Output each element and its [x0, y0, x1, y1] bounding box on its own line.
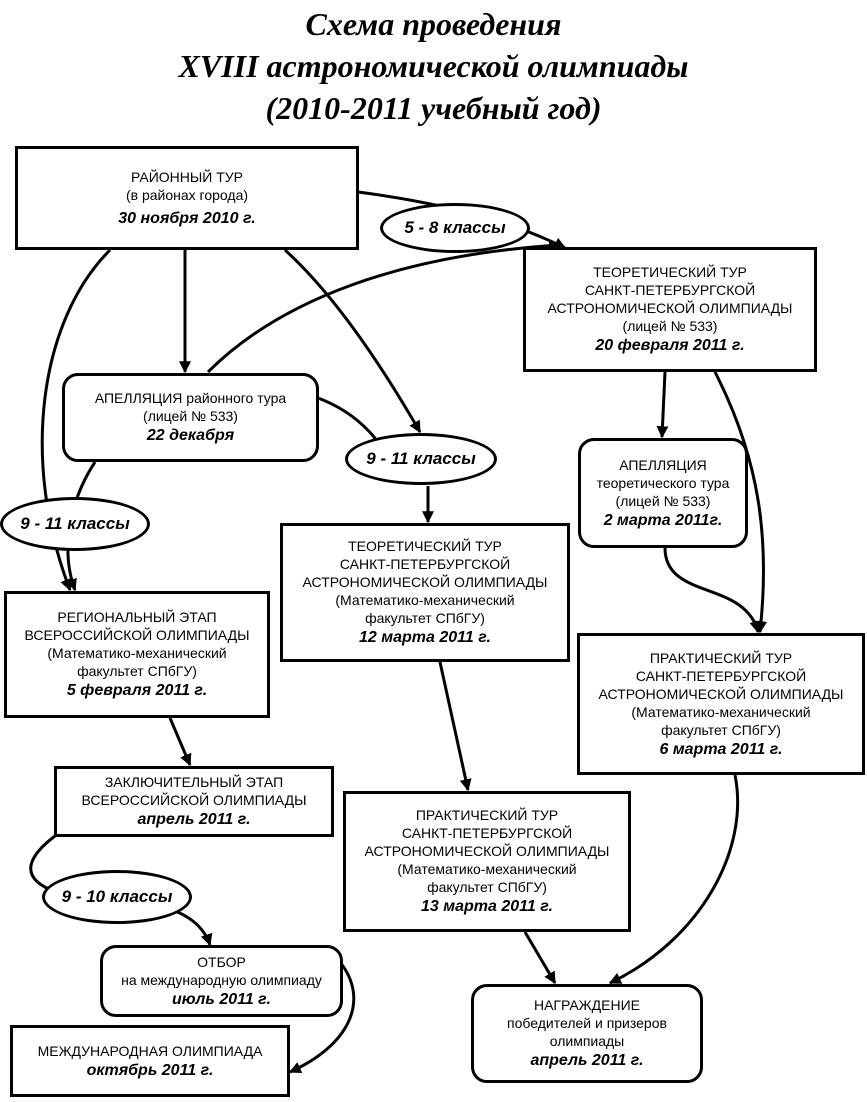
practice-58-line3: АСТРОНОМИЧЕСКОЙ ОЛИМПИАДЫ — [598, 685, 844, 702]
awards-sub1: победителей и призеров — [507, 1015, 667, 1031]
selection-title: ОТБОР — [197, 953, 246, 970]
regional-stage-line1: РЕГИОНАЛЬНЫЙ ЭТАП — [57, 609, 217, 625]
grades-9-10-label: 9 - 10 классы — [42, 870, 192, 924]
spb-theory-911-box: ТЕОРЕТИЧЕСКИЙ ТУР САНКТ-ПЕТЕРБУРГСКОЙ АС… — [280, 523, 570, 662]
appeal-district-date: 22 декабря — [146, 427, 235, 444]
regional-stage-sub1: (Математико-механический — [47, 645, 227, 661]
international-date: октябрь 2011 г. — [86, 1061, 214, 1079]
regional-stage-date: 5 февраля 2011 г. — [66, 682, 208, 699]
arrow-appeal-to-spb-theory — [206, 239, 562, 374]
practice-911-sub2: факультет СПбГУ) — [427, 879, 547, 895]
final-stage-line1: ЗАКЛЮЧИТЕЛЬНЫЙ ЭТАП — [104, 774, 284, 790]
spb-theory-911-date: 12 марта 2011 г. — [359, 629, 491, 646]
arrow-practice-911-to-awards — [523, 931, 557, 985]
arrow-spb-theory-to-appeal — [656, 371, 669, 439]
selection-box: ОТБОР на международную олимпиаду июль 20… — [100, 945, 343, 1017]
practice-58-sub2: факультет СПбГУ) — [661, 721, 781, 738]
final-stage-date: апрель 2011 г. — [137, 811, 251, 828]
spb-theory-911-line3: АСТРОНОМИЧЕСКОЙ ОЛИМПИАДЫ — [302, 574, 548, 590]
grades-9-11-left-label: 9 - 11 классы — [0, 497, 150, 551]
final-stage-line2: ВСЕРОССИЙСКОЙ ОЛИМПИАДЫ — [81, 792, 307, 808]
practice-58-box: ПРАКТИЧЕСКИЙ ТУР САНКТ-ПЕТЕРБУРГСКОЙ АСТ… — [577, 633, 865, 775]
arrow-spb-theory-to-practice — [713, 371, 768, 634]
appeal-theory-box: АПЕЛЛЯЦИЯ теоретического тура (лицей № 5… — [578, 438, 748, 548]
practice-58-line2: САНКТ-ПЕТЕРБУРГСКОЙ — [635, 667, 807, 684]
spb-theory-911-line2: САНКТ-ПЕТЕРБУРГСКОЙ — [339, 556, 511, 572]
awards-title: НАГРАЖДЕНИЕ — [533, 997, 641, 1013]
arrow-district-to-spb-theory-911 — [283, 248, 422, 434]
spb-theory-58-box: ТЕОРЕТИЧЕСКИЙ ТУР САНКТ-ПЕТЕРБУРГСКОЙ АС… — [523, 247, 817, 372]
spb-theory-58-line3: АСТРОНОМИЧЕСКОЙ ОЛИМПИАДЫ — [547, 300, 793, 316]
regional-stage-sub2: факультет СПбГУ) — [77, 663, 197, 679]
selection-date: июль 2011 г. — [172, 990, 271, 1008]
international-box: МЕЖДУНАРОДНАЯ ОЛИМПИАДА октябрь 2011 г. — [10, 1025, 290, 1097]
awards-box: НАГРАЖДЕНИЕ победителей и призеров олимп… — [471, 984, 703, 1083]
practice-911-box: ПРАКТИЧЕСКИЙ ТУР САНКТ-ПЕТЕРБУРГСКОЙ АСТ… — [343, 791, 631, 932]
diagram-title-line1: Схема проведения — [305, 6, 562, 42]
appeal-theory-title: АПЕЛЛЯЦИЯ — [619, 456, 707, 473]
international-title: МЕЖДУНАРОДНАЯ ОЛИМПИАДА — [37, 1042, 263, 1059]
practice-58-line1: ПРАКТИЧЕСКИЙ ТУР — [649, 649, 793, 666]
appeal-theory-line2: теоретического тура — [596, 474, 730, 491]
grades-9-11-mid-label: 9 - 11 классы — [345, 433, 497, 485]
spb-theory-58-sub: (лицей № 533) — [622, 318, 718, 334]
diagram-title-line2: XVIII астрономической олимпиады — [178, 48, 689, 84]
appeal-district-sub: (лицей № 533) — [143, 408, 238, 424]
awards-sub2: олимпиады — [549, 1033, 625, 1049]
selection-sub: на международную олимпиаду — [121, 971, 322, 988]
appeal-district-box: АПЕЛЛЯЦИЯ районного тура (лицей № 533) 2… — [62, 373, 319, 462]
spb-theory-58-line2: САНКТ-ПЕТЕРБУРГСКОЙ — [584, 282, 756, 298]
final-stage-box: ЗАКЛЮЧИТЕЛЬНЫЙ ЭТАП ВСЕРОССИЙСКОЙ ОЛИМПИ… — [54, 766, 334, 837]
district-round-box: РАЙОННЫЙ ТУР (в районах города) 30 ноябр… — [15, 146, 359, 250]
arrow-appeal-to-spb-theory-911 — [317, 396, 382, 446]
regional-stage-line2: ВСЕРОССИЙСКОЙ ОЛИМПИАДЫ — [24, 627, 250, 643]
practice-911-line1: ПРАКТИЧЕСКИЙ ТУР — [415, 807, 559, 823]
appeal-theory-date: 2 марта 2011г. — [603, 511, 723, 529]
practice-58-sub1: (Математико-механический — [631, 703, 811, 720]
awards-date: апрель 2011 г. — [530, 1052, 644, 1069]
diagram-title-line3: (2010-2011 учебный год) — [265, 90, 602, 126]
arrow-regional-to-final — [168, 717, 192, 767]
district-round-title: РАЙОННЫЙ ТУР — [130, 168, 244, 185]
appeal-district-title: АПЕЛЛЯЦИЯ районного тура — [94, 390, 287, 406]
practice-911-date: 13 марта 2011 г. — [421, 898, 553, 915]
practice-911-sub1: (Математико-механический — [397, 861, 577, 877]
arrow-spb-theory-911-to-practice — [438, 661, 472, 792]
arrow-practice-58-to-awards — [608, 774, 740, 985]
spb-theory-911-sub2: факультет СПбГУ) — [365, 610, 485, 626]
arrow-appeal-theory-to-practice — [663, 547, 762, 634]
practice-58-date: 6 марта 2011 г. — [659, 740, 783, 758]
arrow-selection-to-international — [288, 961, 356, 1074]
regional-stage-box: РЕГИОНАЛЬНЫЙ ЭТАП ВСЕРОССИЙСКОЙ ОЛИМПИАД… — [4, 591, 270, 718]
grades-5-8-label: 5 - 8 классы — [380, 203, 530, 253]
spb-theory-911-sub1: (Математико-механический — [335, 592, 515, 608]
district-round-sub: (в районах города) — [125, 186, 249, 203]
appeal-theory-sub: (лицей № 533) — [615, 492, 711, 509]
district-round-date: 30 ноября 2010 г. — [118, 209, 256, 227]
spb-theory-58-date: 20 февраля 2011 г. — [595, 337, 745, 354]
spb-theory-911-line1: ТЕОРЕТИЧЕСКИЙ ТУР — [348, 538, 502, 554]
spb-theory-58-line1: ТЕОРЕТИЧЕСКИЙ ТУР — [593, 264, 747, 280]
practice-911-line3: АСТРОНОМИЧЕСКОЙ ОЛИМПИАДЫ — [364, 843, 610, 859]
practice-911-line2: САНКТ-ПЕТЕРБУРГСКОЙ — [401, 825, 573, 841]
